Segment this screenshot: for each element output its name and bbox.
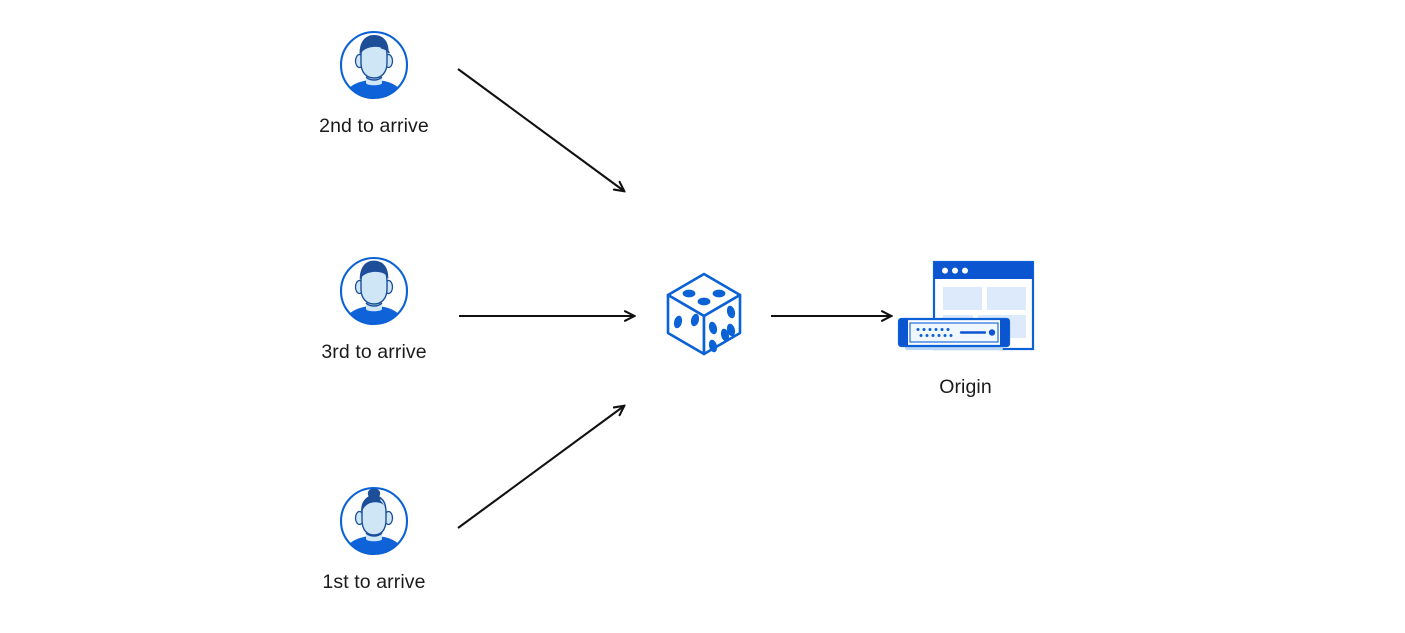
node-user-3rd[interactable]: 3rd to arrive <box>321 254 427 364</box>
node-user-1st[interactable]: 1st to arrive <box>322 484 425 594</box>
user-avatar-bun-hair-icon <box>334 484 414 563</box>
origin-server-browser-icon <box>893 258 1038 366</box>
node-user-2nd[interactable]: 2nd to arrive <box>319 28 429 138</box>
user-avatar-short-hair-icon <box>334 28 414 107</box>
node-label-origin: Origin <box>939 376 992 398</box>
node-label-user-1st: 1st to arrive <box>322 571 426 593</box>
user-avatar-short-hair-icon <box>334 254 414 333</box>
edge-2nd-to-dice <box>457 68 624 191</box>
edge-1st-to-dice <box>457 406 624 529</box>
node-label-user-2nd: 2nd to arrive <box>319 115 429 137</box>
node-origin[interactable]: Origin <box>893 258 1038 399</box>
node-dice[interactable] <box>662 270 746 363</box>
node-label-user-3rd: 3rd to arrive <box>321 341 427 363</box>
dice-cube-icon <box>662 270 746 363</box>
